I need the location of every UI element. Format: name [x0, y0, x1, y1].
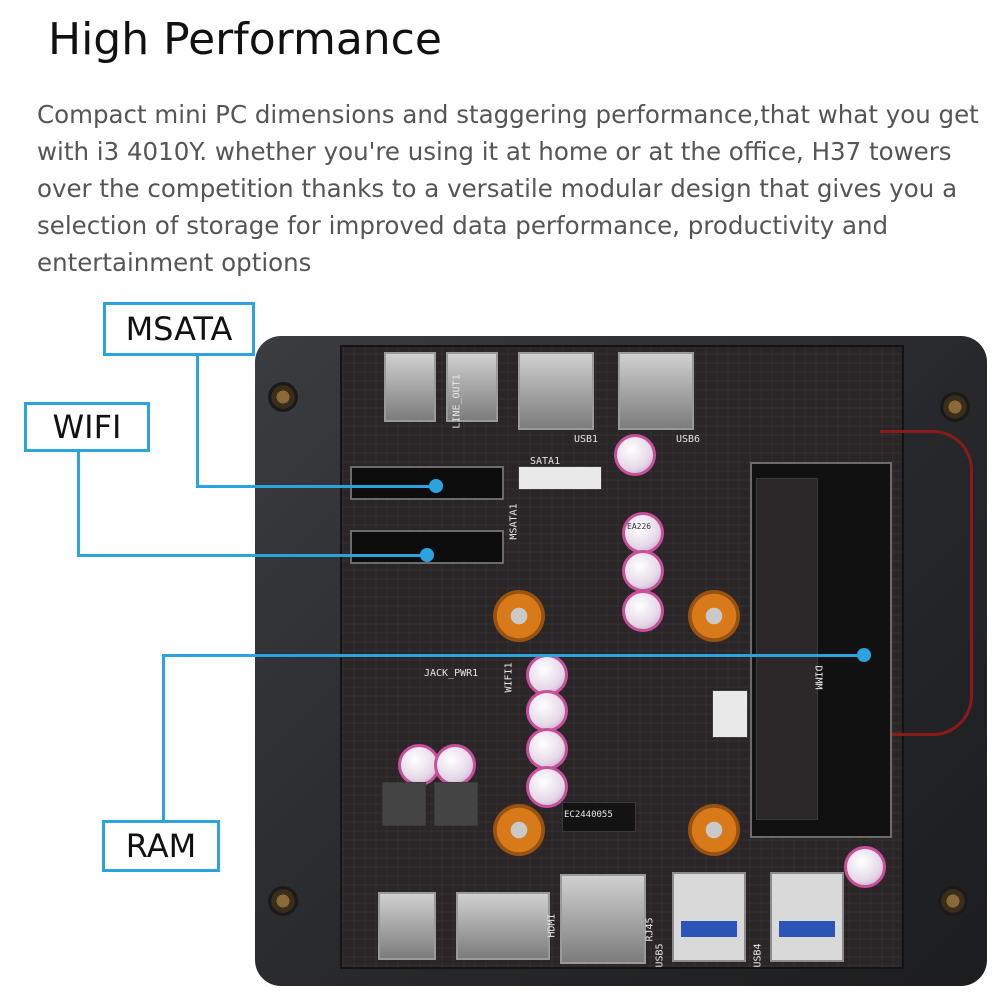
usb5-label: USB5	[654, 943, 666, 968]
capacitor	[844, 846, 886, 888]
wifi-callout: WIFI	[24, 402, 150, 452]
dimm-label: DIMM	[812, 665, 824, 690]
capacitor	[614, 434, 656, 476]
wifi-callout-line	[77, 554, 427, 557]
capacitor	[398, 744, 440, 786]
ram-module	[756, 478, 818, 820]
wifi-callout-line	[77, 448, 80, 557]
rj45-port	[560, 874, 646, 964]
sata1-label: SATA1	[530, 456, 561, 467]
line-out-label: LINE_OUT1	[451, 374, 463, 429]
ram-callout-dot	[857, 648, 871, 662]
capacitor	[622, 512, 664, 554]
ram-callout-line	[162, 654, 165, 824]
audio-port	[384, 352, 436, 422]
msata-callout-dot	[429, 479, 443, 493]
line-out-port	[446, 352, 498, 422]
usb4-port	[770, 872, 844, 962]
ec-chip	[562, 802, 636, 832]
page-title: High Performance	[48, 14, 442, 65]
case-screw-icon	[938, 886, 968, 916]
standoff-icon	[688, 804, 740, 856]
capacitor	[526, 690, 568, 732]
ram-callout: RAM	[102, 820, 220, 872]
usb6-label: USB6	[676, 434, 701, 445]
usb6-port	[618, 352, 694, 430]
capacitor	[526, 766, 568, 808]
rj45-label: RJ45	[644, 917, 656, 942]
standoff-icon	[688, 590, 740, 642]
product-description: Compact mini PC dimensions and staggerin…	[37, 100, 979, 277]
inductor	[382, 782, 426, 826]
jack-pwr-label: JACK_PWR1	[424, 668, 479, 679]
usb4-label: USB4	[752, 943, 764, 968]
sticker	[712, 690, 748, 738]
capacitor	[622, 590, 664, 632]
standoff-icon	[493, 804, 545, 856]
msata1-label: MSATA1	[508, 503, 520, 540]
msata-slot	[350, 466, 504, 500]
msata-callout-line	[196, 352, 199, 488]
fan-wire	[880, 430, 973, 736]
ec-chip-label: EC2440055	[564, 810, 613, 820]
wifi1-label: WIFI1	[503, 662, 515, 693]
msata-callout: MSATA	[103, 302, 255, 356]
inductor	[434, 782, 478, 826]
case-screw-icon	[268, 382, 298, 412]
hdmi-label: HDMI	[546, 913, 558, 938]
msata-callout-line	[196, 485, 436, 488]
usb5-port	[672, 872, 746, 962]
standoff-icon	[493, 590, 545, 642]
type-c-port	[378, 892, 436, 960]
usb1-label: USB1	[574, 434, 599, 445]
wifi-callout-dot	[420, 548, 434, 562]
ram-callout-line	[162, 654, 862, 657]
capacitor	[622, 550, 664, 592]
hdmi-port	[456, 892, 550, 960]
capacitor	[434, 744, 476, 786]
capacitor	[526, 728, 568, 770]
capacitor-label: EA226	[627, 522, 652, 531]
usb1-port	[518, 352, 594, 430]
case-screw-icon	[940, 392, 970, 422]
case-screw-icon	[268, 886, 298, 916]
sata-connector	[518, 466, 602, 490]
